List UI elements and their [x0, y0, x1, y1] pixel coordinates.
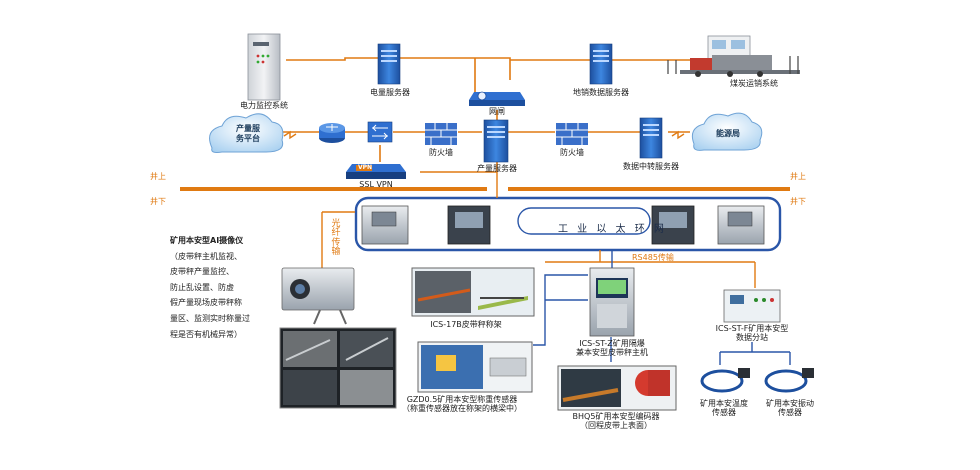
yield-platform-line-2: 务平台	[236, 133, 260, 143]
below-ground-left: 井下	[150, 197, 166, 206]
ring-label: 工 业 以 太 环 网	[558, 224, 667, 235]
camera-desc-line-2: 皮带秤产量监控、	[170, 267, 234, 277]
vpn-device-icon	[346, 164, 406, 179]
cabinet-icon	[247, 33, 281, 101]
load-cell-label-line-2: （称重传感器放在称架的横梁中）	[402, 404, 522, 414]
host-label-line-1: ICS-ST-Z矿用隔爆	[579, 339, 645, 348]
above-ground-right: 井上	[790, 172, 806, 181]
above-ground-left: 井上	[150, 172, 166, 181]
explosion-proof-box-4	[717, 205, 765, 245]
firewall-right-label: 防火墙	[560, 148, 584, 157]
camera-monitor-screens	[279, 327, 397, 409]
host-label-line-2: 兼本安型皮带秤主机	[576, 348, 648, 358]
data-relay-server-label: 数据中转服务器	[623, 162, 679, 171]
switch-icon	[367, 121, 393, 143]
camera-desc-line-1: （皮带秤主机监视、	[170, 251, 242, 261]
temp-sensor-label-line-2: 传感器	[712, 408, 736, 418]
encoder-photo	[557, 365, 677, 411]
camera-desc-line-4: 假产量现场皮带秤称	[170, 298, 242, 308]
lower-links	[321, 172, 756, 288]
yield-platform-line-1: 产量服	[236, 124, 260, 133]
firewall-left-label: 防火墙	[429, 148, 453, 157]
vpn-badge: VPN	[358, 164, 373, 171]
cloud-icon	[209, 113, 284, 153]
substation-label-line-2: 数据分站	[735, 333, 768, 343]
ring-label-pill	[517, 207, 651, 235]
weighbridge-server-label: 地销数据服务器	[573, 88, 629, 97]
power-monitor-label: 电力监控系统	[240, 101, 288, 110]
encoder-label-line-2: （回程皮带上表面）	[579, 421, 652, 431]
temp-sensor-label-line-1: 矿用本安温度	[700, 399, 748, 408]
data-substation-icon	[723, 289, 781, 323]
explosion-proof-box-3	[651, 205, 695, 245]
fiber-transmission-label: 光 纤 传 输	[331, 219, 341, 258]
wireless-link-left	[283, 130, 297, 140]
explosion-proof-box-2	[447, 205, 491, 245]
fiber-char-4: 输	[331, 247, 341, 258]
energy-bureau-label: 能源局	[716, 129, 740, 138]
load-cell-label-line-1: GZD0.5矿用本安型称重传感器	[406, 395, 518, 404]
explosion-proof-box-1	[361, 205, 409, 245]
wireless-link-right	[671, 130, 685, 140]
encoder-label: BHQ5矿用本安型编码器 （回程皮带上表面）	[573, 412, 660, 430]
ground-line-right	[508, 187, 790, 191]
rs485-label: RS485传输	[632, 253, 674, 262]
router-icon	[319, 123, 345, 143]
server-icon	[377, 43, 401, 85]
sensor-icon	[764, 368, 814, 393]
yield-server-label: 产量服务器	[477, 164, 517, 173]
gatekeeper-icon	[469, 91, 525, 106]
firewall-icon	[556, 123, 588, 145]
server-icon	[639, 117, 663, 159]
firewall-icon	[425, 123, 457, 145]
fiber-char-3: 传	[331, 237, 341, 248]
server-icon	[483, 119, 509, 163]
scale-frame-photo	[411, 267, 535, 317]
yield-platform-label: 产量服 务平台	[228, 124, 268, 143]
sensor-icon	[700, 368, 750, 393]
camera-description: 矿用本安型AI摄像仪 （皮带秤主机监视、 皮带秤产量监控、 防止乱设置、防虚 假…	[170, 233, 275, 342]
encoder-label-line-1: BHQ5矿用本安型编码器	[572, 412, 660, 421]
camera-desc-line-5: 量区、监测实时称量过	[170, 313, 250, 323]
fiber-char-1: 光	[331, 219, 341, 229]
truck-scale-icon	[667, 35, 800, 77]
host-label: ICS-ST-Z矿用隔爆 兼本安型皮带秤主机	[576, 339, 648, 357]
below-ground-right: 井下	[790, 197, 806, 206]
power-server-label: 电量服务器	[370, 88, 410, 97]
temp-sensor-label: 矿用本安温度 传感器	[700, 399, 748, 417]
gatekeeper-label: 网闸	[489, 107, 505, 116]
substation-label: ICS-ST-F矿用本安型 数据分站	[716, 324, 789, 342]
vibration-sensor-label-line-2: 传感器	[778, 408, 802, 418]
substation-links	[719, 342, 791, 365]
camera-desc-title: 矿用本安型AI摄像仪	[170, 236, 244, 245]
host-links	[533, 250, 613, 362]
server-icon	[589, 43, 613, 85]
camera-icon	[281, 267, 355, 325]
ssl-vpn-label: SSL VPN	[359, 180, 393, 189]
ethernet-ring	[354, 196, 782, 252]
camera-desc-line-3: 防止乱设置、防虚	[170, 282, 234, 292]
ground-line-left	[180, 187, 487, 191]
load-cell-label: GZD0.5矿用本安型称重传感器 （称重传感器放在称架的横梁中）	[402, 395, 522, 413]
fiber-char-2: 纤	[331, 228, 341, 239]
scale-frame-label: ICS-17B皮带秤称架	[430, 320, 502, 329]
belt-scale-host-icon	[589, 267, 635, 337]
camera-desc-line-6: 程是否有机械异常）	[170, 329, 242, 339]
vibration-sensor-label-line-1: 矿用本安振动	[766, 399, 814, 408]
vibration-sensor-label: 矿用本安振动 传感器	[766, 399, 814, 417]
substation-label-line-1: ICS-ST-F矿用本安型	[715, 324, 789, 333]
load-cell-photo	[417, 341, 533, 393]
cloud-icon	[691, 112, 763, 151]
coal-system-label: 煤炭运销系统	[730, 79, 778, 88]
